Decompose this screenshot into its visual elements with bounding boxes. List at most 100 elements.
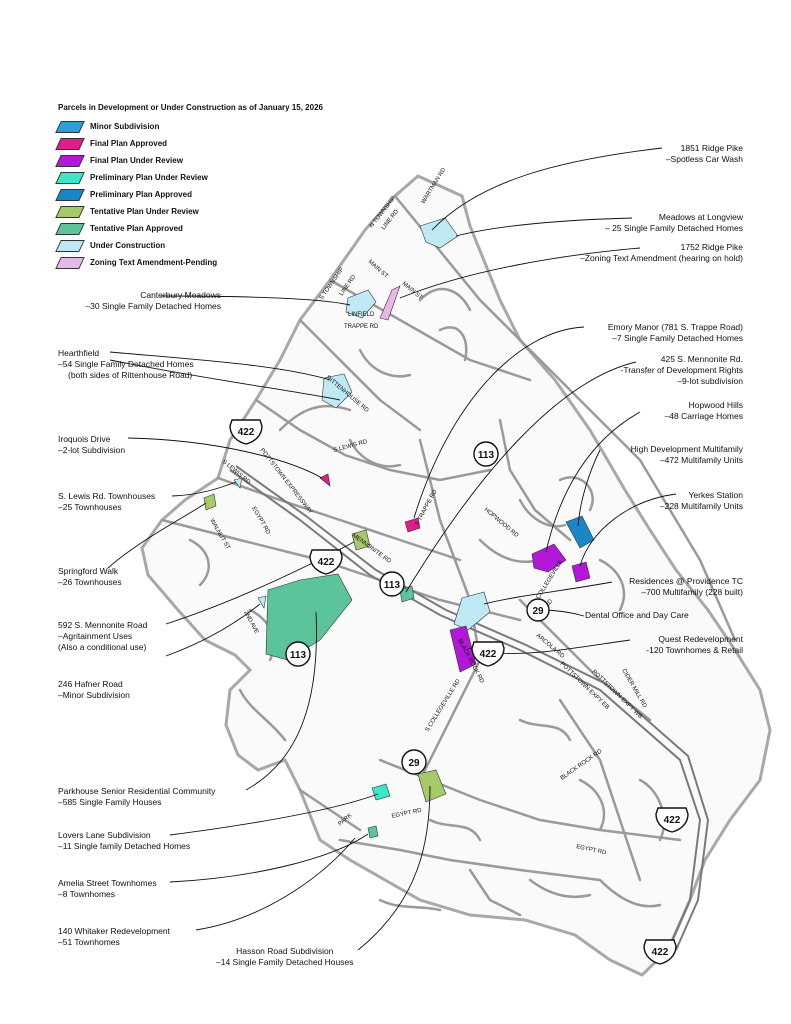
expressway [229, 465, 710, 951]
annotation-detail: –51 Townhomes [58, 937, 120, 947]
legend-item: Final Plan Under Review [55, 152, 378, 169]
annotation-detail: (Also a conditional use) [58, 642, 147, 652]
parcel-hasson-road[interactable] [417, 769, 447, 803]
annotation-title: Hasson Road Subdivision [236, 946, 334, 956]
annotation-dental-office: Dental Office and Day Care [585, 610, 689, 621]
annotation-parkhouse: Parkhouse Senior Residential Community –… [58, 786, 215, 808]
annotation-592-mennonite: 592 S. Mennonite Road –Agritainment Uses… [58, 620, 147, 653]
parcel-amelia-street[interactable] [367, 825, 379, 839]
road-label: TRAPPE RD [344, 324, 379, 330]
parcel-s-lewis[interactable] [233, 477, 243, 489]
annotation-246-hafner: 246 Hafner Road –Minor Subdivision [58, 679, 130, 701]
annotation-detail: –25 Townhouses [58, 502, 122, 512]
parcel-meadows-at-longview[interactable] [419, 217, 459, 249]
parcel-yerkes-station[interactable] [571, 561, 591, 583]
annotation-title: Emory Manor (781 S. Trappe Road) [607, 322, 743, 332]
legend-label: Preliminary Plan Approved [90, 190, 192, 199]
parcel-1752-ridge-pike[interactable] [379, 285, 401, 321]
parcel-425-mennonite[interactable] [399, 585, 415, 603]
legend-label: Tentative Plan Under Review [90, 207, 199, 216]
us-422-shield: 422 [471, 641, 505, 667]
parcel-quest-redevelopment[interactable] [449, 625, 477, 673]
annotation-hopwood-hills: Hopwood Hills –48 Carriage Homes [665, 400, 743, 422]
annotation-detail: –228 Multifamily Units [659, 501, 743, 511]
annotation-detail: –472 Multifamily Units [659, 455, 743, 465]
township-boundary [140, 174, 772, 977]
annotation-emory-manor: Emory Manor (781 S. Trappe Road) –7 Sing… [608, 322, 743, 344]
annotation-detail: –700 Multifamily (228 built) [641, 587, 743, 597]
annotation-detail: –30 Single Family Detached Homes [85, 301, 221, 311]
legend-label: Minor Subdivision [90, 122, 160, 131]
parcel-592-mennonite[interactable] [351, 529, 371, 551]
annotation-detail: –7 Single Family Detached Homes [612, 333, 743, 343]
annotation-hearthfield: Hearthfield –54 Single Family Detached H… [58, 348, 194, 381]
pa-113-shield: 113 [285, 641, 311, 667]
annotation-title: Parkhouse Senior Residential Community [58, 786, 216, 796]
annotation-title: High Development Multifamily [630, 444, 743, 454]
annotation-detail: –48 Carriage Homes [664, 411, 743, 421]
legend-item: Preliminary Plan Approved [55, 186, 378, 203]
legend-label: Under Construction [90, 241, 166, 250]
parcel-hopwood-hills[interactable] [531, 543, 567, 573]
us-422-shield: 422 [655, 807, 689, 833]
legend-swatch [55, 137, 85, 150]
parcel-parkhouse[interactable] [265, 573, 353, 661]
svg-text:113: 113 [384, 580, 401, 591]
parcel-lovers-lane[interactable] [371, 783, 391, 801]
annotation-title: Hopwood Hills [688, 400, 743, 410]
annotation-detail: –9-lot subdivision [677, 376, 743, 386]
leader-lines [107, 147, 677, 951]
annotation-title: Canterbury Meadows [140, 290, 221, 300]
svg-text:113: 113 [290, 650, 307, 661]
parcel-emory-manor[interactable] [404, 517, 421, 533]
legend-item: Tentative Plan Under Review [55, 203, 378, 220]
annotation-140-whitaker: 140 Whitaker Redevelopment –51 Townhomes [58, 926, 170, 948]
legend-item: Minor Subdivision [55, 118, 378, 135]
annotation-lovers-lane: Lovers Lane Subdivision –11 Single famil… [58, 830, 190, 852]
map-legend: Parcels in Development or Under Construc… [55, 103, 378, 271]
annotation-detail: –26 Townhouses [58, 577, 122, 587]
legend-label: Tentative Plan Approved [90, 224, 183, 233]
annotation-hasson-road: Hasson Road Subdivision –14 Single Famil… [216, 946, 354, 968]
parcel-residences-providence[interactable] [453, 591, 491, 631]
parcel-high-development[interactable] [565, 515, 595, 549]
annotation-title: Quest Redevelopment [658, 634, 743, 644]
annotation-1851-ridge-pike: 1851 Ridge Pike –Spotless Car Wash [666, 143, 743, 165]
legend-swatch [55, 171, 85, 184]
pa-113-shield: 113 [379, 571, 405, 597]
legend-label: Final Plan Approved [90, 139, 168, 148]
parcel-246-hafner[interactable] [257, 595, 267, 609]
annotation-detail: – 25 Single Family Detached Homes [605, 223, 743, 233]
annotation-detail: –8 Townhomes [58, 889, 116, 899]
annotation-detail: –11 Single family Detached Homes [58, 841, 191, 851]
legend-swatch [55, 154, 85, 167]
annotation-title: Hearthfield [58, 348, 100, 358]
annotation-title: 246 Hafner Road [58, 679, 123, 689]
svg-text:29: 29 [532, 606, 544, 617]
parcel-iroquois[interactable] [319, 473, 331, 487]
legend-item: Tentative Plan Approved [55, 220, 378, 237]
legend-swatch [55, 205, 85, 218]
legend-swatch [55, 188, 85, 201]
svg-text:422: 422 [652, 947, 669, 958]
parcel-springford-walk[interactable] [203, 493, 217, 511]
annotation-title: 140 Whitaker Redevelopment [58, 926, 170, 936]
annotation-detail: –2-lot Subdivision [58, 445, 126, 455]
annotation-residences-providence: Residences @ Providence TC –700 Multifam… [629, 576, 743, 598]
annotation-detail: -120 Townhomes & Retail [646, 645, 743, 655]
legend-label: Zoning Text Amendment-Pending [90, 258, 218, 267]
pa-29-shield: 29 [401, 749, 427, 775]
annotation-1752-ridge-pike: 1752 Ridge Pike –Zoning Text Amendment (… [580, 242, 743, 264]
legend-swatch [55, 256, 85, 269]
annotation-detail: –Spotless Car Wash [665, 154, 743, 164]
legend-item: Zoning Text Amendment-Pending [55, 254, 378, 271]
annotation-canterbury-meadows: Canterbury Meadows –30 Single Family Det… [85, 290, 221, 312]
legend-item: Under Construction [55, 237, 378, 254]
annotation-title: 425 S. Mennonite Rd. [660, 354, 743, 364]
parcel-canterbury-meadows[interactable] [345, 289, 377, 319]
pa-113-shield: 113 [473, 441, 499, 467]
pa-29-shield: 29 [526, 598, 550, 622]
svg-text:113: 113 [478, 450, 495, 461]
